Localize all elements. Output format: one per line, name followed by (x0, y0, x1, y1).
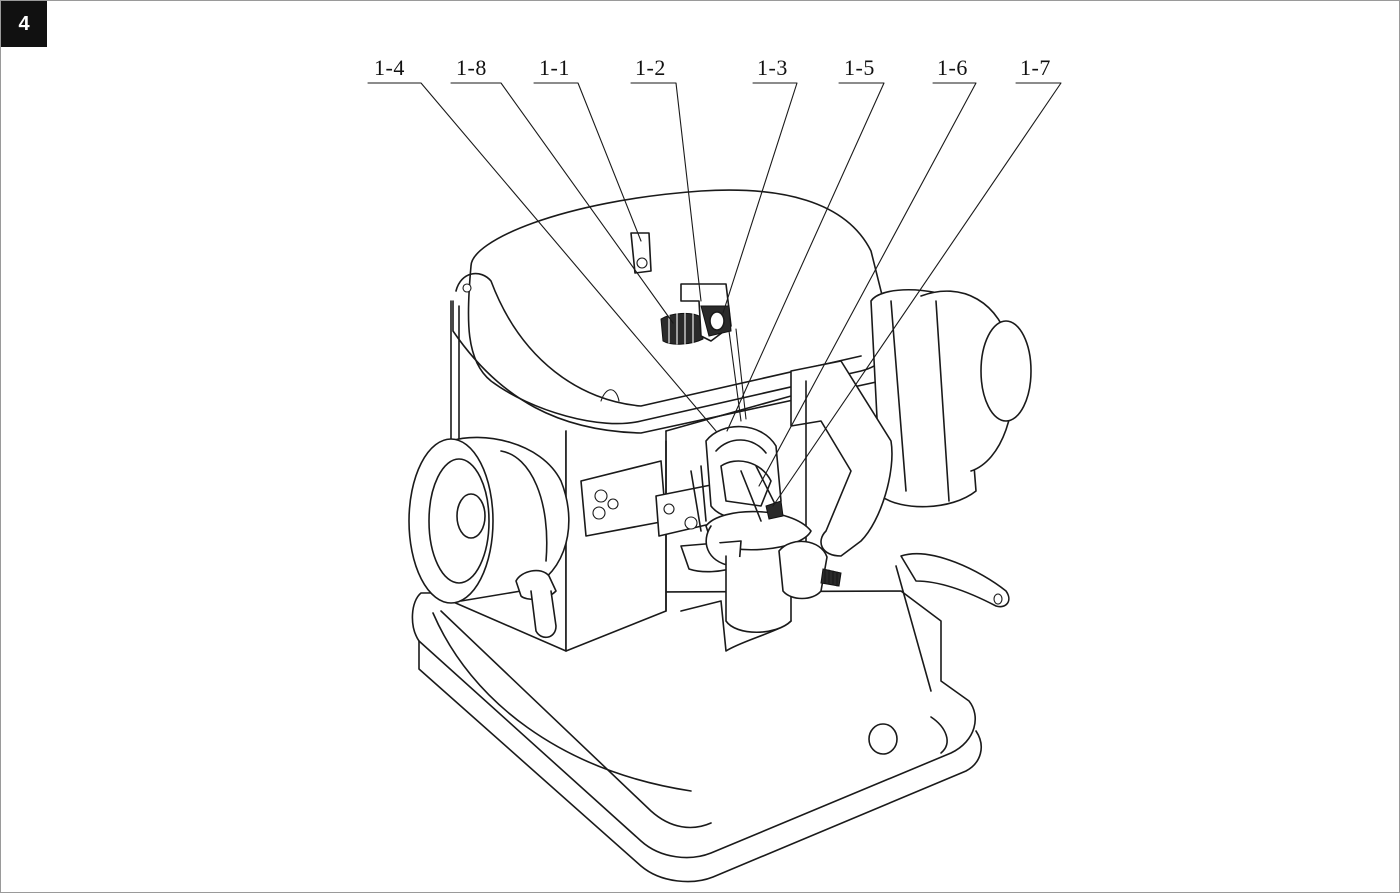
callout-1-7: 1-7 (1020, 55, 1051, 80)
callout-1-6: 1-6 (937, 55, 968, 80)
callout-1-2: 1-2 (635, 55, 666, 80)
figure-number-badge: 4 (1, 1, 47, 47)
callout-1-8: 1-8 (456, 55, 487, 80)
stitch-mechanism (680, 425, 842, 633)
callout-1-1: 1-1 (539, 55, 570, 80)
side-block (580, 460, 724, 537)
callout-1-5: 1-5 (844, 55, 875, 80)
tension-assembly (630, 232, 747, 422)
base-hole-icon (868, 723, 898, 755)
handwheel (408, 436, 570, 639)
callout-labels: 1-4 1-8 1-1 1-2 1-3 1-5 1-6 1-7 (374, 55, 1051, 80)
front-frame-arm (790, 360, 1010, 692)
callout-1-3: 1-3 (757, 55, 788, 80)
callout-1-4: 1-4 (374, 55, 405, 80)
motor-housing (870, 289, 1032, 508)
base-plate (411, 590, 982, 883)
callout-leaders (367, 82, 1062, 507)
